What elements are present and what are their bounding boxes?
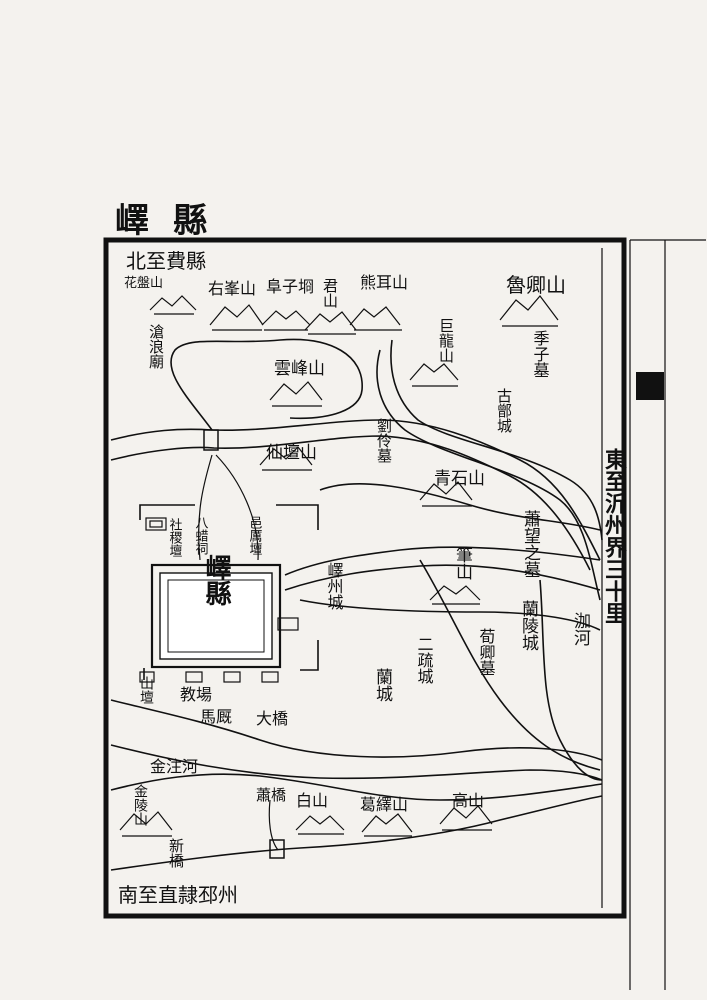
river-6 bbox=[299, 599, 601, 631]
place-label: 馬厩 bbox=[200, 707, 232, 726]
bridge-label: 新橋 bbox=[167, 838, 185, 868]
place-label: 八蜡祠 bbox=[193, 516, 209, 555]
mountain-label: 高山 bbox=[452, 791, 484, 810]
mountain-label: 仙壇山 bbox=[266, 443, 317, 463]
mountain-label: 右峯山 bbox=[208, 279, 256, 298]
mountain-label: 山壇 bbox=[138, 676, 154, 704]
place-label: 古鄫城 bbox=[495, 388, 513, 434]
place-label: 教場 bbox=[180, 685, 212, 704]
place-label: 邑厲壇 bbox=[247, 516, 263, 555]
place-label: 蘭陵城 bbox=[518, 600, 539, 651]
river-label: 泇河 bbox=[570, 612, 591, 646]
bridge-north bbox=[203, 429, 219, 451]
bridge-south bbox=[269, 839, 285, 859]
place-label: 劉伶墓 bbox=[375, 418, 393, 463]
river-2 bbox=[110, 435, 591, 571]
mountain-label: 金陵山 bbox=[132, 784, 148, 826]
place-label: 蘭城 bbox=[372, 668, 393, 702]
river-jin-3 bbox=[110, 773, 603, 801]
road-north-2 bbox=[215, 454, 259, 561]
mountain-label: 白山 bbox=[296, 791, 328, 810]
river-east bbox=[376, 349, 601, 601]
place-label: 二疏城 bbox=[415, 636, 434, 685]
bridge-label: 大橋 bbox=[256, 709, 288, 728]
mountain-label: 花盤山 bbox=[124, 275, 163, 291]
river-jin-4 bbox=[110, 795, 603, 871]
river-8 bbox=[539, 579, 603, 781]
page-title: 嶧縣 bbox=[115, 201, 231, 241]
margin-border bbox=[629, 239, 706, 990]
mountain-label: 阜子埛 bbox=[266, 277, 314, 296]
place-label: 蕭望之墓 bbox=[520, 510, 541, 578]
river-jin-1 bbox=[110, 699, 603, 761]
mountain-label: 巨龍山 bbox=[437, 318, 455, 363]
margin-block bbox=[636, 372, 664, 400]
mountain-label: 葛繹山 bbox=[360, 795, 408, 814]
south-label: 南至直隷邳州 bbox=[118, 883, 238, 907]
river-loop bbox=[170, 338, 363, 431]
road-north bbox=[198, 454, 213, 561]
bracket-se bbox=[300, 640, 319, 671]
county-seat-label: 嶧縣 bbox=[201, 554, 231, 606]
road-south bbox=[268, 799, 279, 851]
north-label: 北至費縣 bbox=[126, 249, 206, 273]
place-label: 滄浪廟 bbox=[147, 324, 165, 370]
east-label: 東至沂州界三十里 bbox=[601, 448, 627, 624]
river-label: 金注河 bbox=[150, 757, 198, 776]
place-label: 荀卿墓 bbox=[477, 628, 496, 676]
river-3 bbox=[284, 546, 601, 576]
bracket-nw bbox=[139, 504, 195, 520]
river-jin-2 bbox=[110, 744, 603, 781]
place-label: 季子墓 bbox=[531, 330, 550, 378]
place-label: 社稷壇 bbox=[167, 517, 183, 557]
map-frame bbox=[103, 237, 627, 919]
county-wall-core bbox=[167, 579, 265, 653]
bridge-label: 蕭橋 bbox=[256, 786, 286, 804]
mountain-label: 青石山 bbox=[434, 469, 485, 489]
mountain-label: 筆山 bbox=[452, 546, 473, 580]
river-7 bbox=[419, 559, 601, 771]
mountain-label: 熊耳山 bbox=[360, 273, 408, 292]
river-east-2 bbox=[390, 339, 603, 541]
river-1 bbox=[110, 419, 601, 561]
mountain-glyphs bbox=[119, 295, 559, 837]
mountain-label: 君山 bbox=[321, 278, 339, 308]
place-label: 嶧州城 bbox=[325, 562, 344, 611]
mountain-label: 魯卿山 bbox=[506, 273, 566, 297]
river-4 bbox=[284, 564, 601, 591]
mountain-label: 雲峰山 bbox=[274, 359, 325, 379]
river-5 bbox=[319, 483, 601, 531]
bracket-ne bbox=[276, 504, 319, 530]
shrine-markers bbox=[139, 517, 299, 683]
